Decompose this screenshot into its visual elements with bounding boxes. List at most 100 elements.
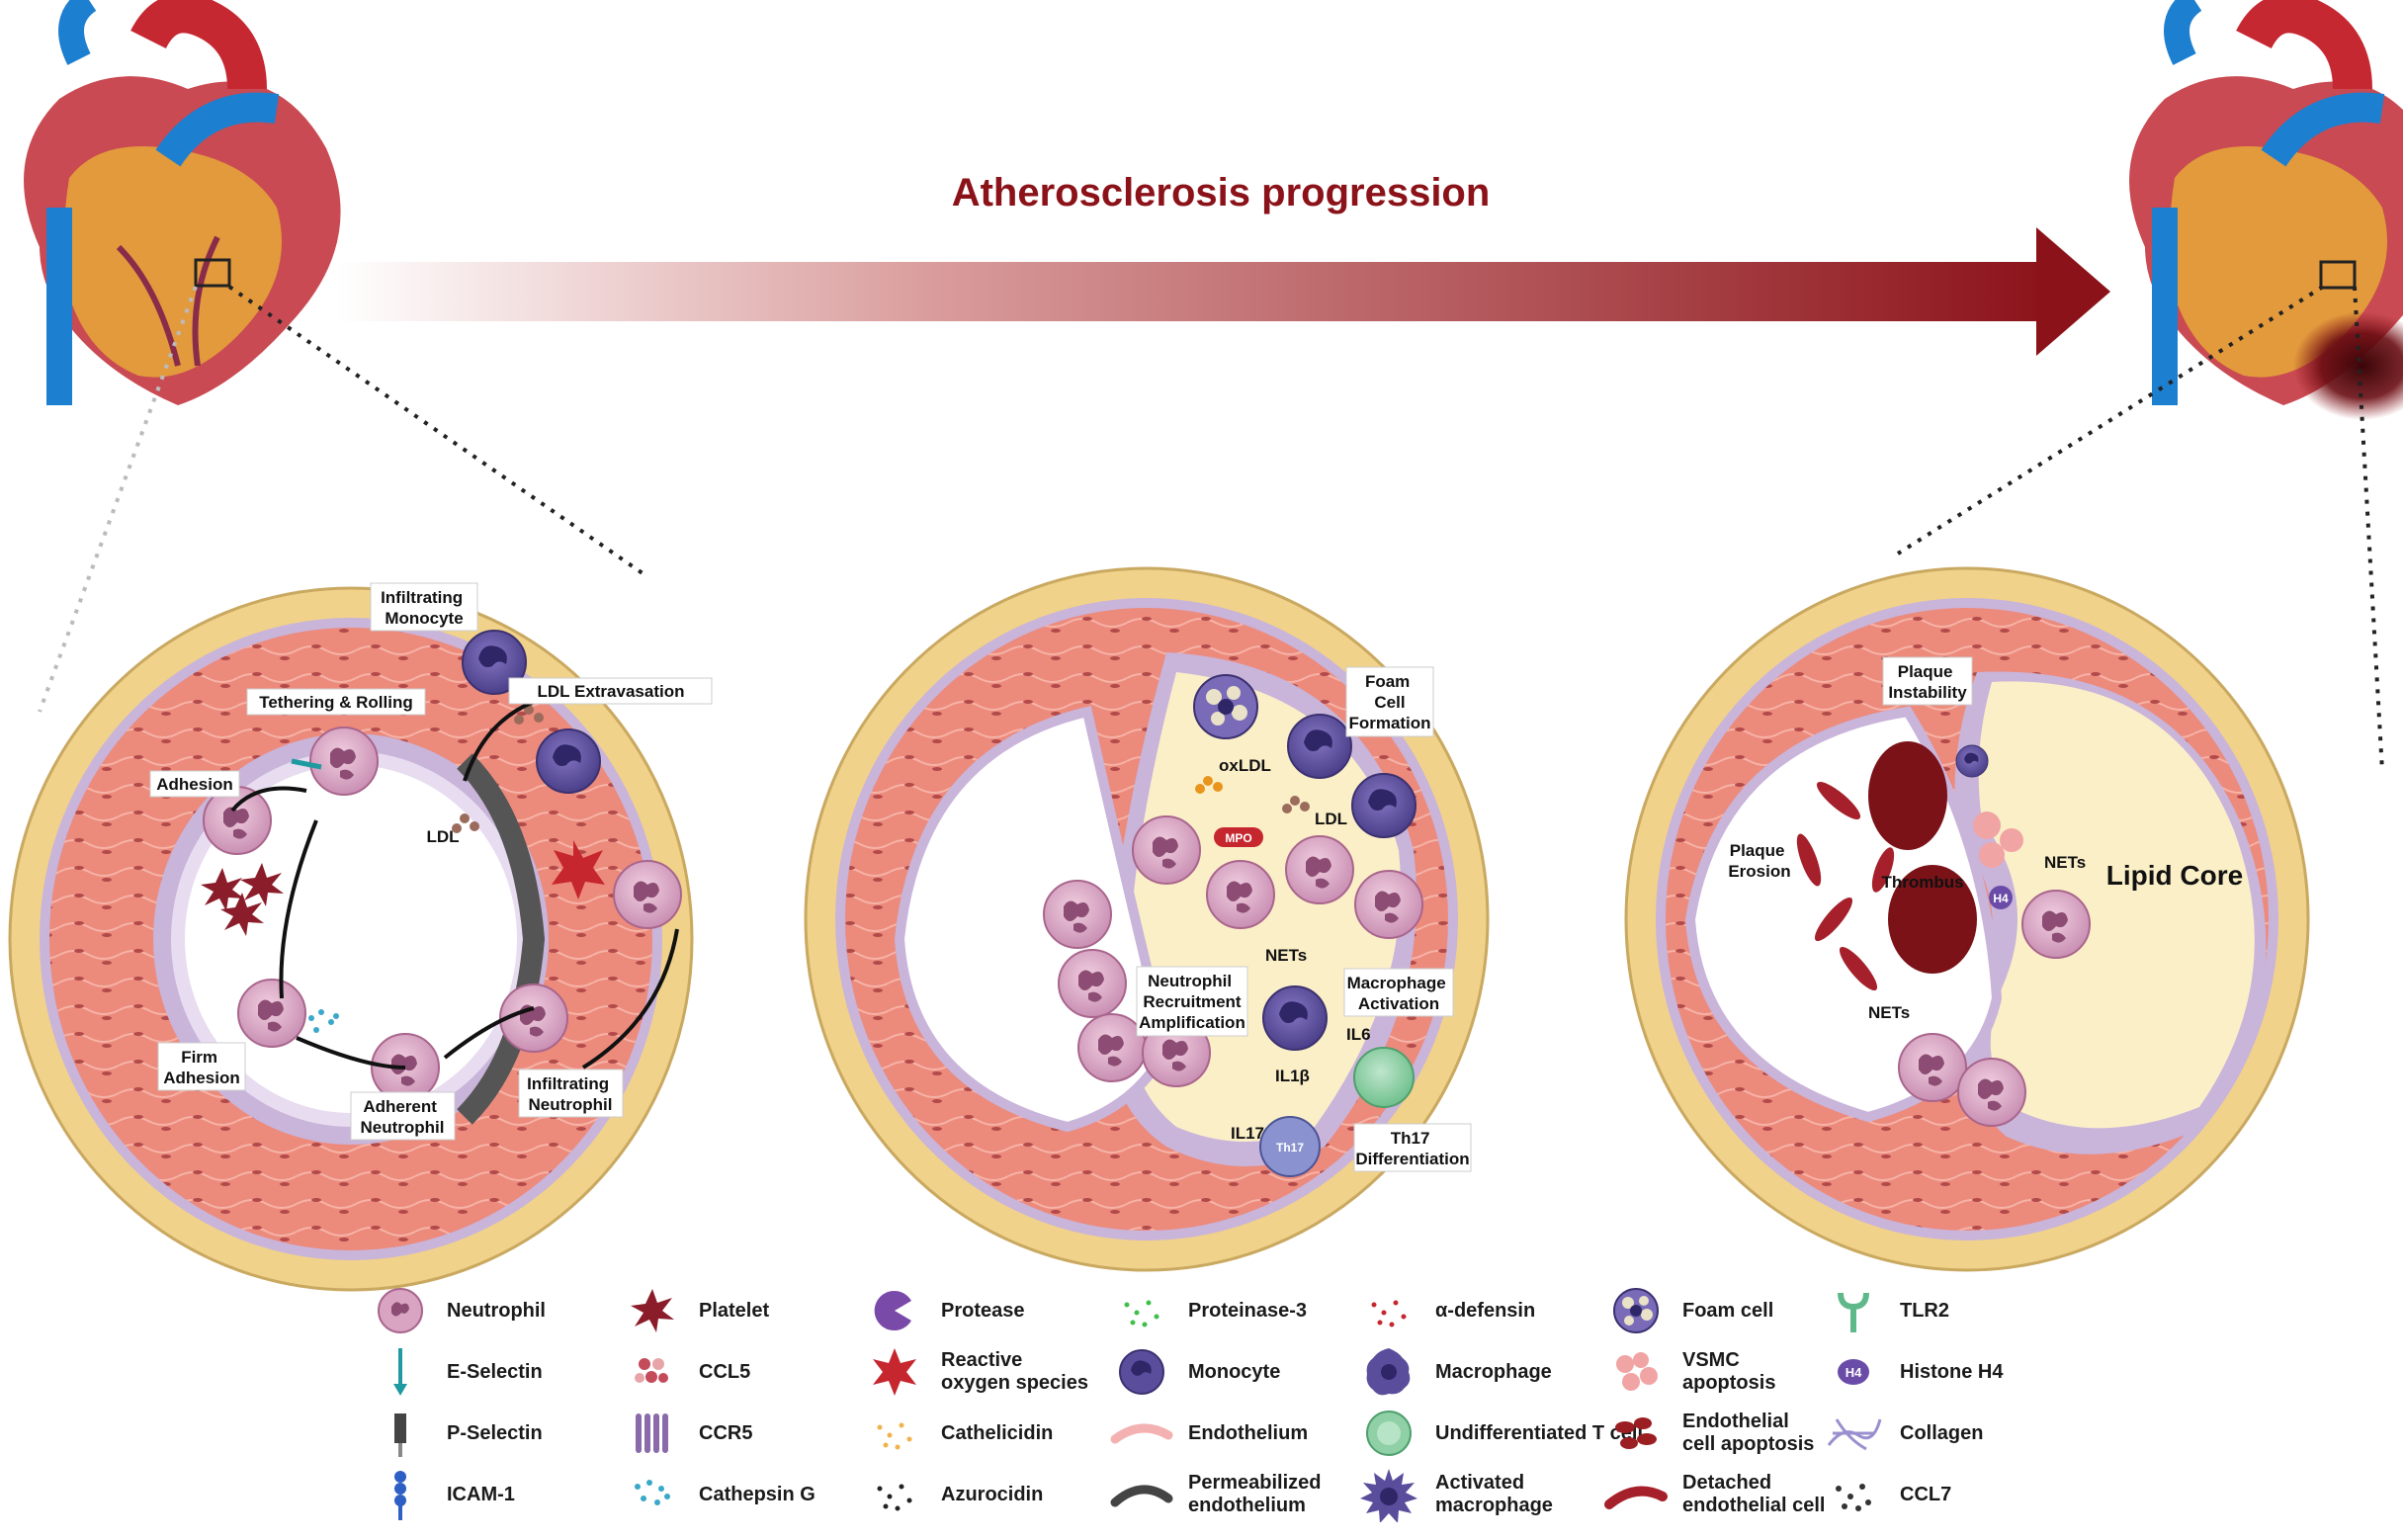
ros-icon — [873, 1348, 916, 1396]
legend-item-t-cell: Undifferentiated T cell — [1354, 1406, 1643, 1461]
legend-label: CCL5 — [699, 1360, 751, 1383]
legend-label: Foam cell — [1682, 1299, 1774, 1322]
progression-title: Atherosclerosis progression — [952, 171, 1491, 214]
legend-item-monocyte: Monocyte — [1107, 1344, 1280, 1400]
label-plaque-erosion: Plaque Erosion — [1728, 841, 1790, 881]
label-tethering-rolling: Tethering & Rolling — [259, 693, 413, 712]
ccr5-icon — [636, 1413, 668, 1453]
progression-arrow — [336, 227, 2110, 356]
legend-item-e-selectin: E-Selectin — [366, 1344, 543, 1400]
legend-label: CCL7 — [1900, 1483, 1952, 1505]
legend-item-endothelial-apoptosis: Endothelial cell apoptosis — [1601, 1406, 1814, 1461]
label-infiltrating-monocyte: Infiltrating Monocyte — [381, 588, 468, 628]
label-mpo: MPO — [1225, 831, 1251, 845]
collagen-icon — [1827, 1418, 1882, 1451]
endothelial-apoptosis-icon — [1615, 1417, 1657, 1449]
legend-item-endothelium: Endothelium — [1107, 1406, 1308, 1461]
legend-item-protease: Protease — [860, 1283, 1025, 1338]
label-nets-2: NETs — [1265, 946, 1307, 965]
label-th17: Th17 — [1276, 1141, 1304, 1155]
legend-item-ros: Reactive oxygen species — [860, 1344, 1088, 1400]
legend-label: E-Selectin — [447, 1360, 543, 1383]
heart-healthy-icon — [24, 0, 341, 405]
activated-macrophage-icon — [1360, 1469, 1417, 1522]
ccl7-icon — [1836, 1484, 1871, 1511]
ccl5-icon — [635, 1358, 668, 1383]
t-cell-icon — [1366, 1411, 1412, 1456]
histone-h4-text: H4 — [1845, 1365, 1862, 1380]
legend-item-activated-macrophage: Activated macrophage — [1354, 1467, 1553, 1522]
legend-label: Monocyte — [1188, 1360, 1281, 1383]
legend-label: α-defensin — [1435, 1299, 1536, 1322]
legend-item-tlr2: TLR2 — [1819, 1283, 1949, 1338]
legend-item-ccl7: CCL7 — [1819, 1467, 1951, 1522]
proteinase3-icon — [1124, 1300, 1159, 1327]
legend-label: Activated macrophage — [1435, 1472, 1553, 1516]
label-ldl-extravasation: LDL Extravasation — [538, 682, 685, 701]
legend-label: Endothelial cell apoptosis — [1682, 1411, 1815, 1455]
tlr2-icon — [1838, 1292, 1869, 1332]
legend-item-cathelicidin: Cathelicidin — [860, 1406, 1053, 1461]
alpha-defensin-icon — [1371, 1300, 1407, 1327]
legend-item-azurocidin: Azurocidin — [860, 1467, 1043, 1522]
legend-label: Cathelicidin — [941, 1421, 1054, 1444]
panel1-labels: Infiltrating Monocyte LDL Extravasation … — [149, 582, 713, 1141]
label-ldl-2: LDL — [1315, 810, 1347, 828]
label-ldl: LDL — [426, 827, 459, 846]
legend-label: CCR5 — [699, 1421, 753, 1444]
legend-item-vsmc-apoptosis: VSMC apoptosis — [1601, 1344, 1775, 1400]
platelet-icon — [631, 1289, 674, 1332]
label-plaque-instability: Plaque Instability — [1888, 662, 1967, 702]
legend-label: Platelet — [699, 1299, 770, 1322]
legend-item-ccr5: CCR5 — [618, 1406, 752, 1461]
legend-item-histone-h4: H4 Histone H4 — [1819, 1344, 2003, 1400]
label-infiltrating-neutrophil: Infiltrating Neutrophil — [527, 1074, 614, 1114]
vessel-plaque — [804, 566, 1490, 1272]
label-th17-differentiation: Th17 Differentiation — [1355, 1129, 1469, 1168]
legend-label: Azurocidin — [941, 1483, 1044, 1505]
heart-infarct-icon — [2129, 0, 2403, 420]
label-firm-adhesion: Firm Adhesion — [163, 1048, 239, 1087]
legend-item-permeabilized-endothelium: Permeabilized endothelium — [1107, 1467, 1322, 1522]
legend-item-detached-endothelial: Detached endothelial cell — [1601, 1467, 1825, 1522]
legend-label: P-Selectin — [447, 1421, 543, 1444]
legend-label: Histone H4 — [1900, 1360, 2004, 1383]
panel3-labels: Plaque Instability Plaque Erosion Thromb… — [1728, 656, 2243, 1022]
legend-item-macrophage: Macrophage — [1354, 1344, 1552, 1400]
legend-item-collagen: Collagen — [1819, 1406, 1983, 1461]
legend-item-cathepsin-g: Cathepsin G — [618, 1467, 815, 1522]
label-oxldl: oxLDL — [1219, 756, 1271, 775]
detached-endothelial-icon — [1604, 1486, 1668, 1509]
vessel-rupture — [1624, 566, 2310, 1272]
legend-item-proteinase3: Proteinase-3 — [1107, 1283, 1307, 1338]
e-selectin-icon — [393, 1348, 407, 1396]
legend-label: ICAM-1 — [447, 1483, 515, 1505]
cathelicidin-icon — [877, 1422, 912, 1450]
legend-item-ccl5: CCL5 — [618, 1344, 750, 1400]
monocyte-icon — [1119, 1349, 1164, 1395]
legend-item-icam1: ICAM-1 — [366, 1467, 515, 1522]
legend-label: Cathepsin G — [699, 1483, 815, 1505]
legend-label: VSMC apoptosis — [1682, 1349, 1776, 1394]
legend-label: TLR2 — [1900, 1299, 1949, 1322]
legend-item-foam-cell: Foam cell — [1601, 1283, 1773, 1338]
legend-item-alpha-defensin: α-defensin — [1354, 1283, 1535, 1338]
legend-label: Reactive oxygen species — [941, 1349, 1088, 1394]
permeabilized-endothelium-icon — [1110, 1485, 1173, 1507]
foam-cell-icon — [1613, 1288, 1659, 1333]
label-h4: H4 — [1993, 892, 2009, 905]
zoom-lines — [38, 285, 2384, 772]
legend-label: Endothelium — [1188, 1421, 1309, 1444]
endothelium-icon — [1110, 1423, 1173, 1444]
label-il1b: IL1β — [1275, 1067, 1310, 1085]
legend-item-p-selectin: P-Selectin — [366, 1406, 543, 1461]
legend-label: Collagen — [1900, 1421, 1984, 1444]
cathepsin-g-icon — [635, 1480, 670, 1505]
label-thrombus: Thrombus — [1881, 873, 1963, 892]
label-lipid-core: Lipid Core — [2106, 860, 2243, 891]
